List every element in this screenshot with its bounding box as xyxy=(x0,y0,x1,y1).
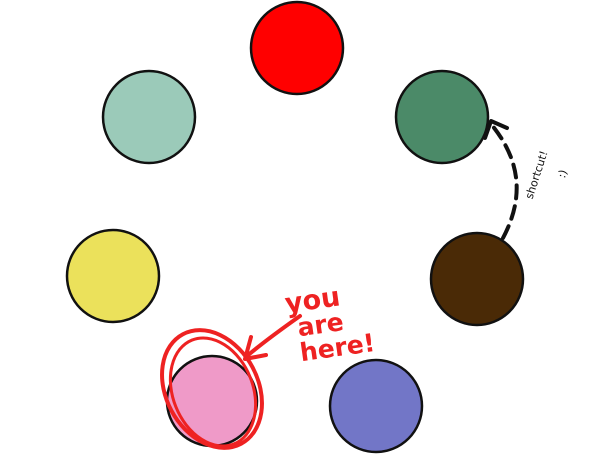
shortcut-arrow xyxy=(489,122,519,240)
circle-dark-green xyxy=(394,69,490,165)
circle-yellow xyxy=(65,228,161,324)
shortcut-arrowhead-icon xyxy=(483,119,509,140)
circle-brown xyxy=(429,231,525,327)
you-are-here-arrow xyxy=(245,314,302,358)
are-label: are xyxy=(296,307,346,342)
circle-pink xyxy=(165,354,259,448)
shortcut-smiley: :) xyxy=(555,168,570,180)
highlight-ring-outer xyxy=(160,328,264,450)
shortcut-label: shortcut! xyxy=(523,149,551,201)
you-are-here-arrowhead-icon xyxy=(243,335,268,361)
circle-mint xyxy=(101,69,197,165)
highlight-ring-inner xyxy=(168,336,258,448)
you-label: you xyxy=(283,281,342,319)
circle-red xyxy=(249,0,345,96)
circle-periwinkle xyxy=(328,358,424,454)
